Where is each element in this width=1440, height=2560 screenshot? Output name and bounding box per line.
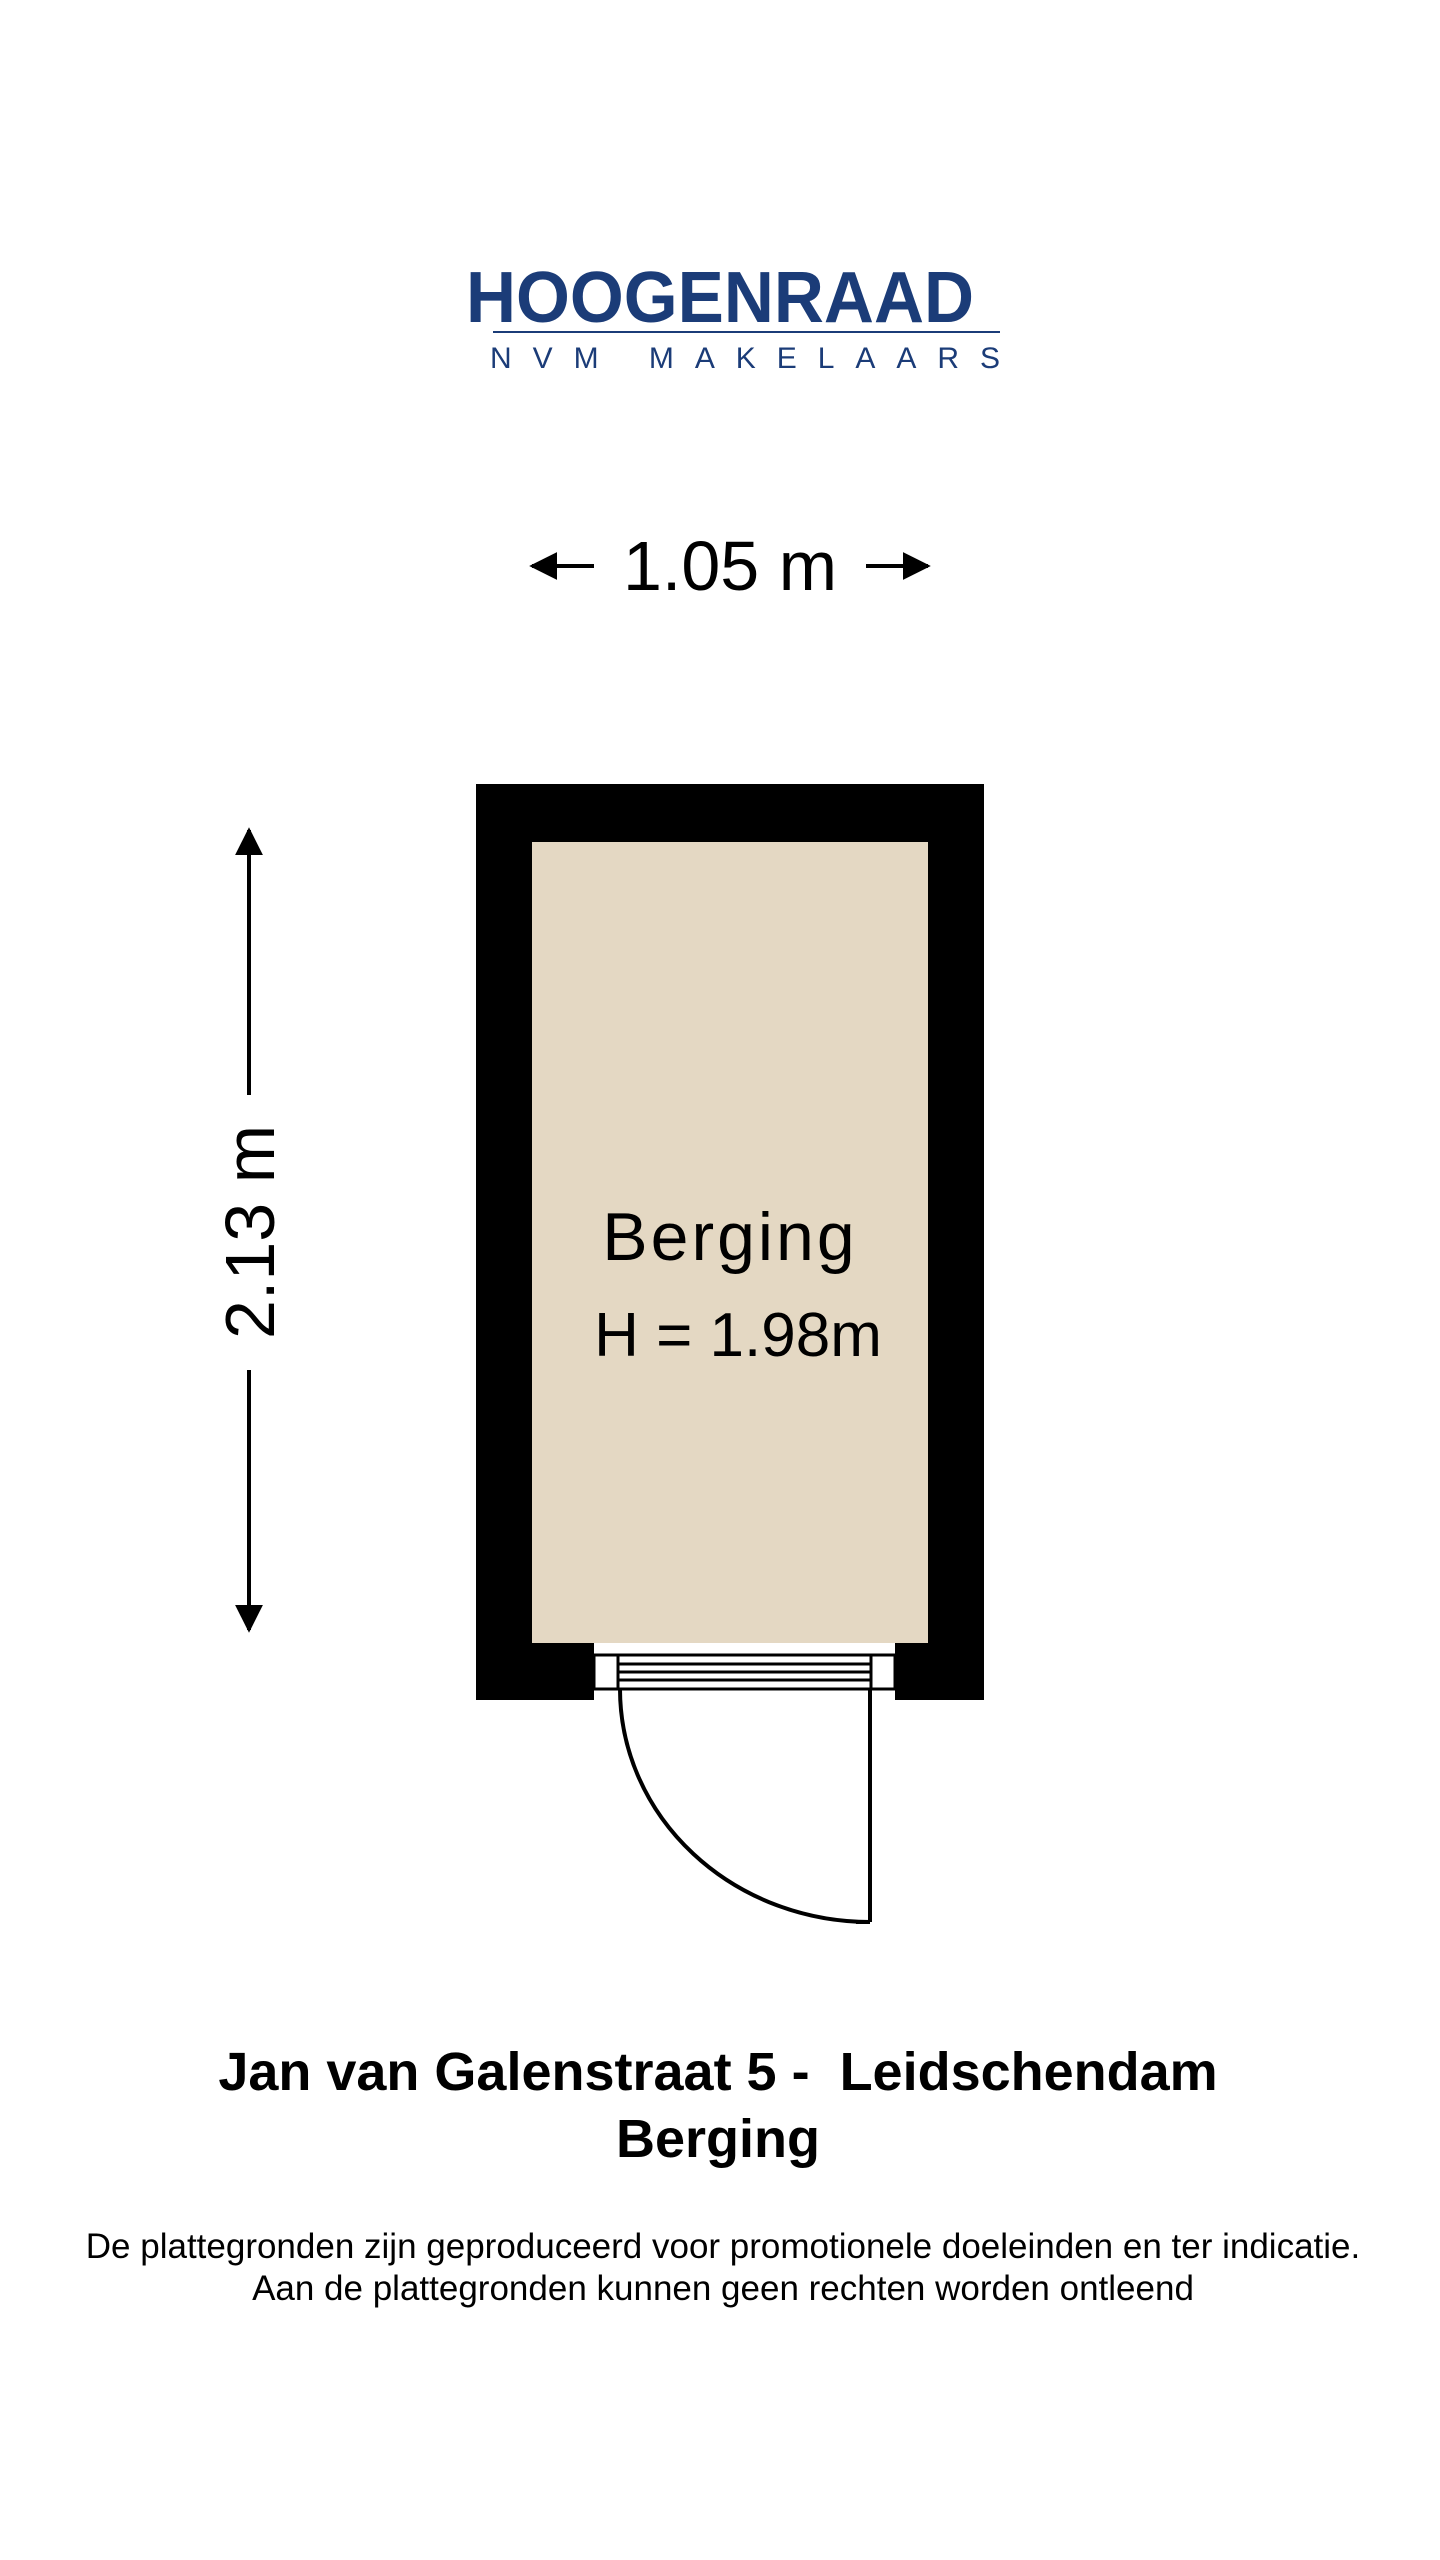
logo-tagline: NVM MAKELAARS <box>490 342 1000 375</box>
disclaimer-line-2: Aan de plattegronden kunnen geen rechten… <box>252 2269 1194 2308</box>
room-berging: Berging H = 1.98m <box>476 784 984 1924</box>
height-label: 2.13 m <box>211 1125 289 1339</box>
wall-top <box>476 784 984 842</box>
wall-bottom-left <box>476 1643 594 1700</box>
wall-bottom-right <box>895 1643 984 1700</box>
disclaimer-line-1: De plattegronden zijn geproduceerd voor … <box>86 2227 1360 2266</box>
door-arc <box>618 1688 871 1924</box>
door-swing <box>618 1688 872 1924</box>
wall-right <box>928 784 984 1700</box>
door-frame <box>592 1653 897 1691</box>
wall-left <box>476 784 532 1700</box>
room-floor <box>532 842 928 1643</box>
height-dimension: 2.13 m <box>211 827 289 1633</box>
width-label: 1.05 m <box>623 527 837 605</box>
room-name: Berging <box>602 1199 857 1275</box>
width-dimension: 1.05 m <box>529 527 931 605</box>
room-height: H = 1.98m <box>594 1301 882 1370</box>
floor-title: Berging <box>616 2109 820 2169</box>
footer: Jan van Galenstraat 5 - Leidschendam Ber… <box>86 2042 1360 2308</box>
brand-logo: HOOGENRAAD NVM MAKELAARS <box>466 258 1000 375</box>
address-title: Jan van Galenstraat 5 - Leidschendam <box>218 2042 1217 2102</box>
logo-name: HOOGENRAAD <box>466 258 974 338</box>
